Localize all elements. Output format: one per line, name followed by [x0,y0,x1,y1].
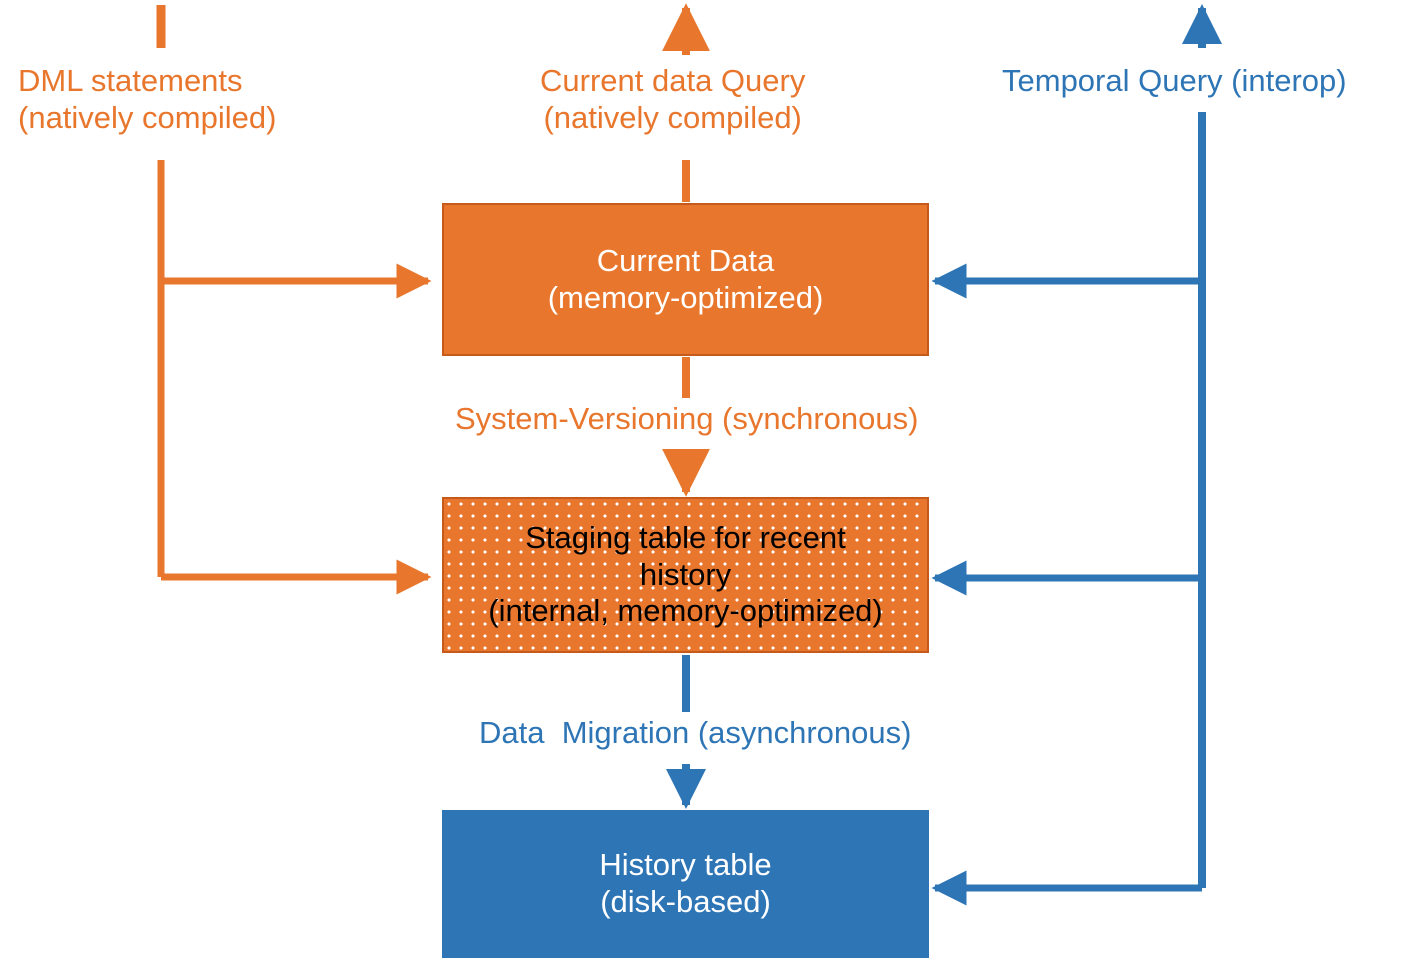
label-current-data-query: Current data Query (natively compiled) [540,63,806,136]
node-history-table[interactable]: History table (disk-based) [442,810,929,958]
node-staging-table[interactable]: Staging table for recent history (intern… [442,497,929,653]
label-system-versioning: System-Versioning (synchronous) [455,401,919,436]
node-history-table-label: History table (disk-based) [599,847,772,919]
edge-temporal-query [931,4,1222,906]
label-dml-statements: DML statements (natively compiled) [18,63,277,136]
label-data-migration: Data Migration (asynchronous) [479,715,912,750]
node-current-data-label: Current Data (memory-optimized) [547,242,824,315]
label-temporal-query: Temporal Query (interop) [1002,63,1347,98]
node-current-data[interactable]: Current Data (memory-optimized) [442,203,929,356]
node-staging-table-label: Staging table for recent history (intern… [488,520,883,629]
